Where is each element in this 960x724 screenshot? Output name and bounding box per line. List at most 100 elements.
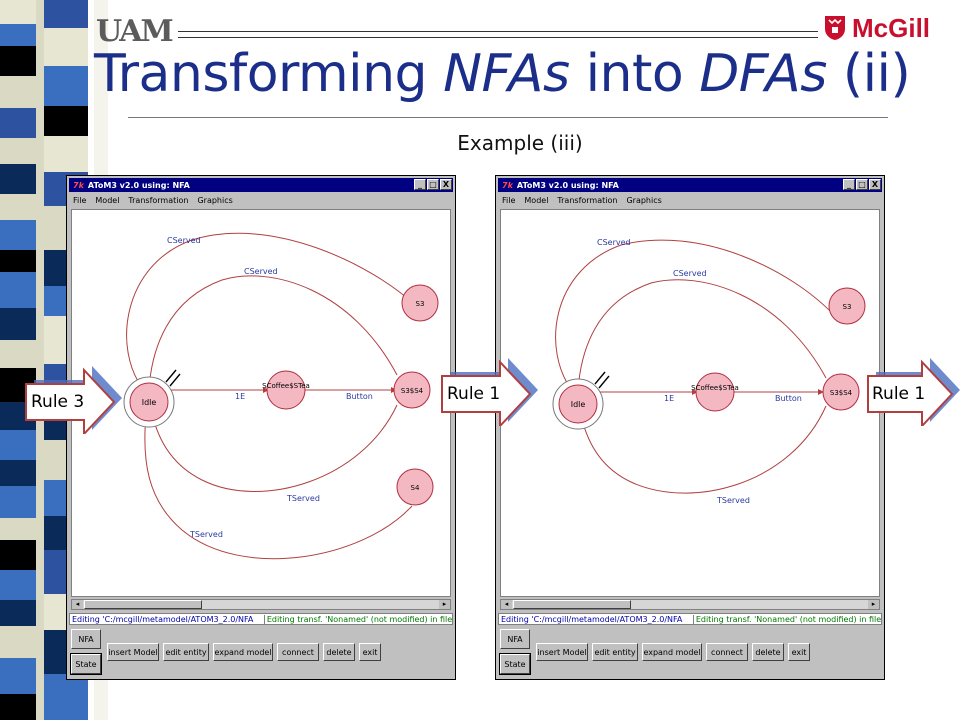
side-button-nfa[interactable]: NFA (71, 629, 101, 649)
expand-model-button[interactable]: expand model (213, 643, 273, 661)
insert-model-button[interactable]: insert Model (107, 643, 159, 661)
menu-model[interactable]: Model (95, 195, 120, 205)
edge-label: 1E (235, 392, 245, 401)
edge-label: CServed (673, 269, 707, 278)
scroll-left-icon[interactable]: ◂ (501, 600, 512, 609)
menu-file[interactable]: File (502, 195, 516, 205)
side-button-state[interactable]: State (70, 653, 102, 675)
insert-model-button[interactable]: insert Model (536, 643, 588, 661)
menu-transformation[interactable]: Transformation (557, 195, 618, 205)
maximize-button[interactable]: □ (427, 179, 439, 190)
model-canvas[interactable]: CServed CServed 1E Button TServed TServe… (71, 209, 451, 597)
model-canvas[interactable]: CServed CServed 1E Button TServed Idle S… (500, 209, 880, 597)
state-scoffee-stea[interactable]: SCoffee$STea (262, 370, 310, 410)
connect-button[interactable]: connect (706, 643, 748, 661)
exit-button[interactable]: exit (359, 643, 381, 661)
mcgill-logo: McGill (824, 13, 930, 43)
state-scoffee-stea[interactable]: SCoffee$STea (691, 372, 739, 412)
edge-label: Button (346, 392, 373, 401)
status-right: Editing transf. 'Nonamed' (not modified)… (695, 614, 881, 624)
edge-cserved-outer[interactable] (555, 239, 835, 393)
title-part: into (569, 44, 700, 104)
title-part: (ii) (826, 44, 911, 104)
svg-text:Idle: Idle (571, 400, 586, 409)
scroll-thumb[interactable] (84, 600, 202, 609)
edge-tserved[interactable] (579, 405, 827, 494)
state-s4[interactable]: S4 (396, 468, 434, 506)
edge-label: TServed (716, 496, 750, 505)
window-title: AToM3 v2.0 using: NFA (87, 180, 190, 190)
window-titlebar[interactable]: 7k AToM3 v2.0 using: NFA _ □ X (498, 178, 882, 192)
edge-label: TServed (286, 494, 320, 503)
minimize-button[interactable]: _ (843, 179, 855, 190)
edge-label: CServed (244, 267, 278, 276)
horizontal-scrollbar[interactable]: ◂ ▸ (500, 599, 880, 610)
rule-label: Rule 3 (31, 392, 85, 412)
uam-logo: UAM (96, 14, 174, 49)
state-s3[interactable]: S3 (828, 287, 866, 325)
state-idle[interactable]: Idle (123, 376, 175, 428)
scroll-right-icon[interactable]: ▸ (439, 600, 450, 609)
menu-bar: File Model Transformation Graphics (500, 193, 662, 207)
tk-icon: 7k (73, 180, 84, 190)
minimize-button[interactable]: _ (414, 179, 426, 190)
status-left: Editing 'C:/mcgill/metamodel/ATOM3_2.0/N… (70, 614, 265, 624)
edge-cserved-outer[interactable] (126, 232, 416, 391)
state-s3[interactable]: S3 (401, 284, 439, 322)
status-bar: Editing 'C:/mcgill/metamodel/ATOM3_2.0/N… (498, 613, 882, 625)
rule-arrow-2: Rule 1 (438, 354, 542, 429)
title-underline (128, 117, 888, 118)
edge-cserved-inner[interactable] (575, 279, 827, 391)
atom3-window-1: 7k AToM3 v2.0 using: NFA _ □ X File Mode… (66, 175, 456, 680)
edge-tserved-inner[interactable] (150, 404, 398, 492)
state-s3-s4[interactable]: S3$S4 (393, 371, 431, 409)
menu-file[interactable]: File (73, 195, 87, 205)
svg-text:S3: S3 (843, 303, 852, 311)
arrow-right-icon (867, 358, 960, 429)
mcgill-crest-icon (825, 16, 845, 40)
side-button-state[interactable]: State (499, 653, 531, 675)
scroll-right-icon[interactable]: ▸ (868, 600, 879, 609)
scroll-left-icon[interactable]: ◂ (72, 600, 83, 609)
connect-button[interactable]: connect (277, 643, 319, 661)
scroll-thumb[interactable] (513, 600, 631, 609)
menu-model[interactable]: Model (524, 195, 549, 205)
rule-arrow-3: Rule 1 (864, 354, 960, 429)
close-button[interactable]: X (869, 179, 881, 190)
state-s3-s4[interactable]: S3$S4 (822, 373, 860, 411)
atom3-window-2: 7k AToM3 v2.0 using: NFA _ □ X File Mode… (495, 175, 885, 680)
status-left: Editing 'C:/mcgill/metamodel/ATOM3_2.0/N… (499, 614, 694, 624)
rule-label: Rule 1 (447, 384, 501, 404)
window-title: AToM3 v2.0 using: NFA (516, 180, 619, 190)
slide-subtitle: Example (iii) (457, 131, 583, 155)
rule-arrow-1: Rule 3 (22, 362, 126, 437)
close-button[interactable]: X (440, 179, 452, 190)
title-part: Transforming (94, 44, 444, 104)
edit-entity-button[interactable]: edit entity (163, 643, 209, 661)
side-button-nfa[interactable]: NFA (500, 629, 530, 649)
maximize-button[interactable]: □ (856, 179, 868, 190)
expand-model-button[interactable]: expand model (642, 643, 702, 661)
edge-cserved-inner[interactable] (146, 275, 398, 389)
horizontal-scrollbar[interactable]: ◂ ▸ (71, 599, 451, 610)
menu-bar: File Model Transformation Graphics (71, 193, 233, 207)
svg-text:S3$S4: S3$S4 (830, 389, 853, 397)
window-titlebar[interactable]: 7k AToM3 v2.0 using: NFA _ □ X (69, 178, 453, 192)
menu-transformation[interactable]: Transformation (128, 195, 189, 205)
slide-title: Transforming NFAs into DFAs (ii) (94, 44, 911, 104)
exit-button[interactable]: exit (788, 643, 810, 661)
edge-tserved-outer[interactable] (142, 414, 413, 560)
edge-label: 1E (664, 394, 674, 403)
delete-button[interactable]: delete (323, 643, 355, 661)
delete-button[interactable]: delete (752, 643, 784, 661)
svg-text:Idle: Idle (142, 398, 157, 407)
menu-graphics[interactable]: Graphics (197, 195, 233, 205)
edit-entity-button[interactable]: edit entity (592, 643, 638, 661)
menu-graphics[interactable]: Graphics (626, 195, 662, 205)
svg-text:S3: S3 (416, 300, 425, 308)
svg-text:S4: S4 (411, 484, 420, 492)
svg-text:S3$S4: S3$S4 (401, 387, 424, 395)
rule-label: Rule 1 (872, 384, 926, 404)
state-idle[interactable]: Idle (552, 378, 604, 430)
edge-label: TServed (189, 530, 223, 539)
